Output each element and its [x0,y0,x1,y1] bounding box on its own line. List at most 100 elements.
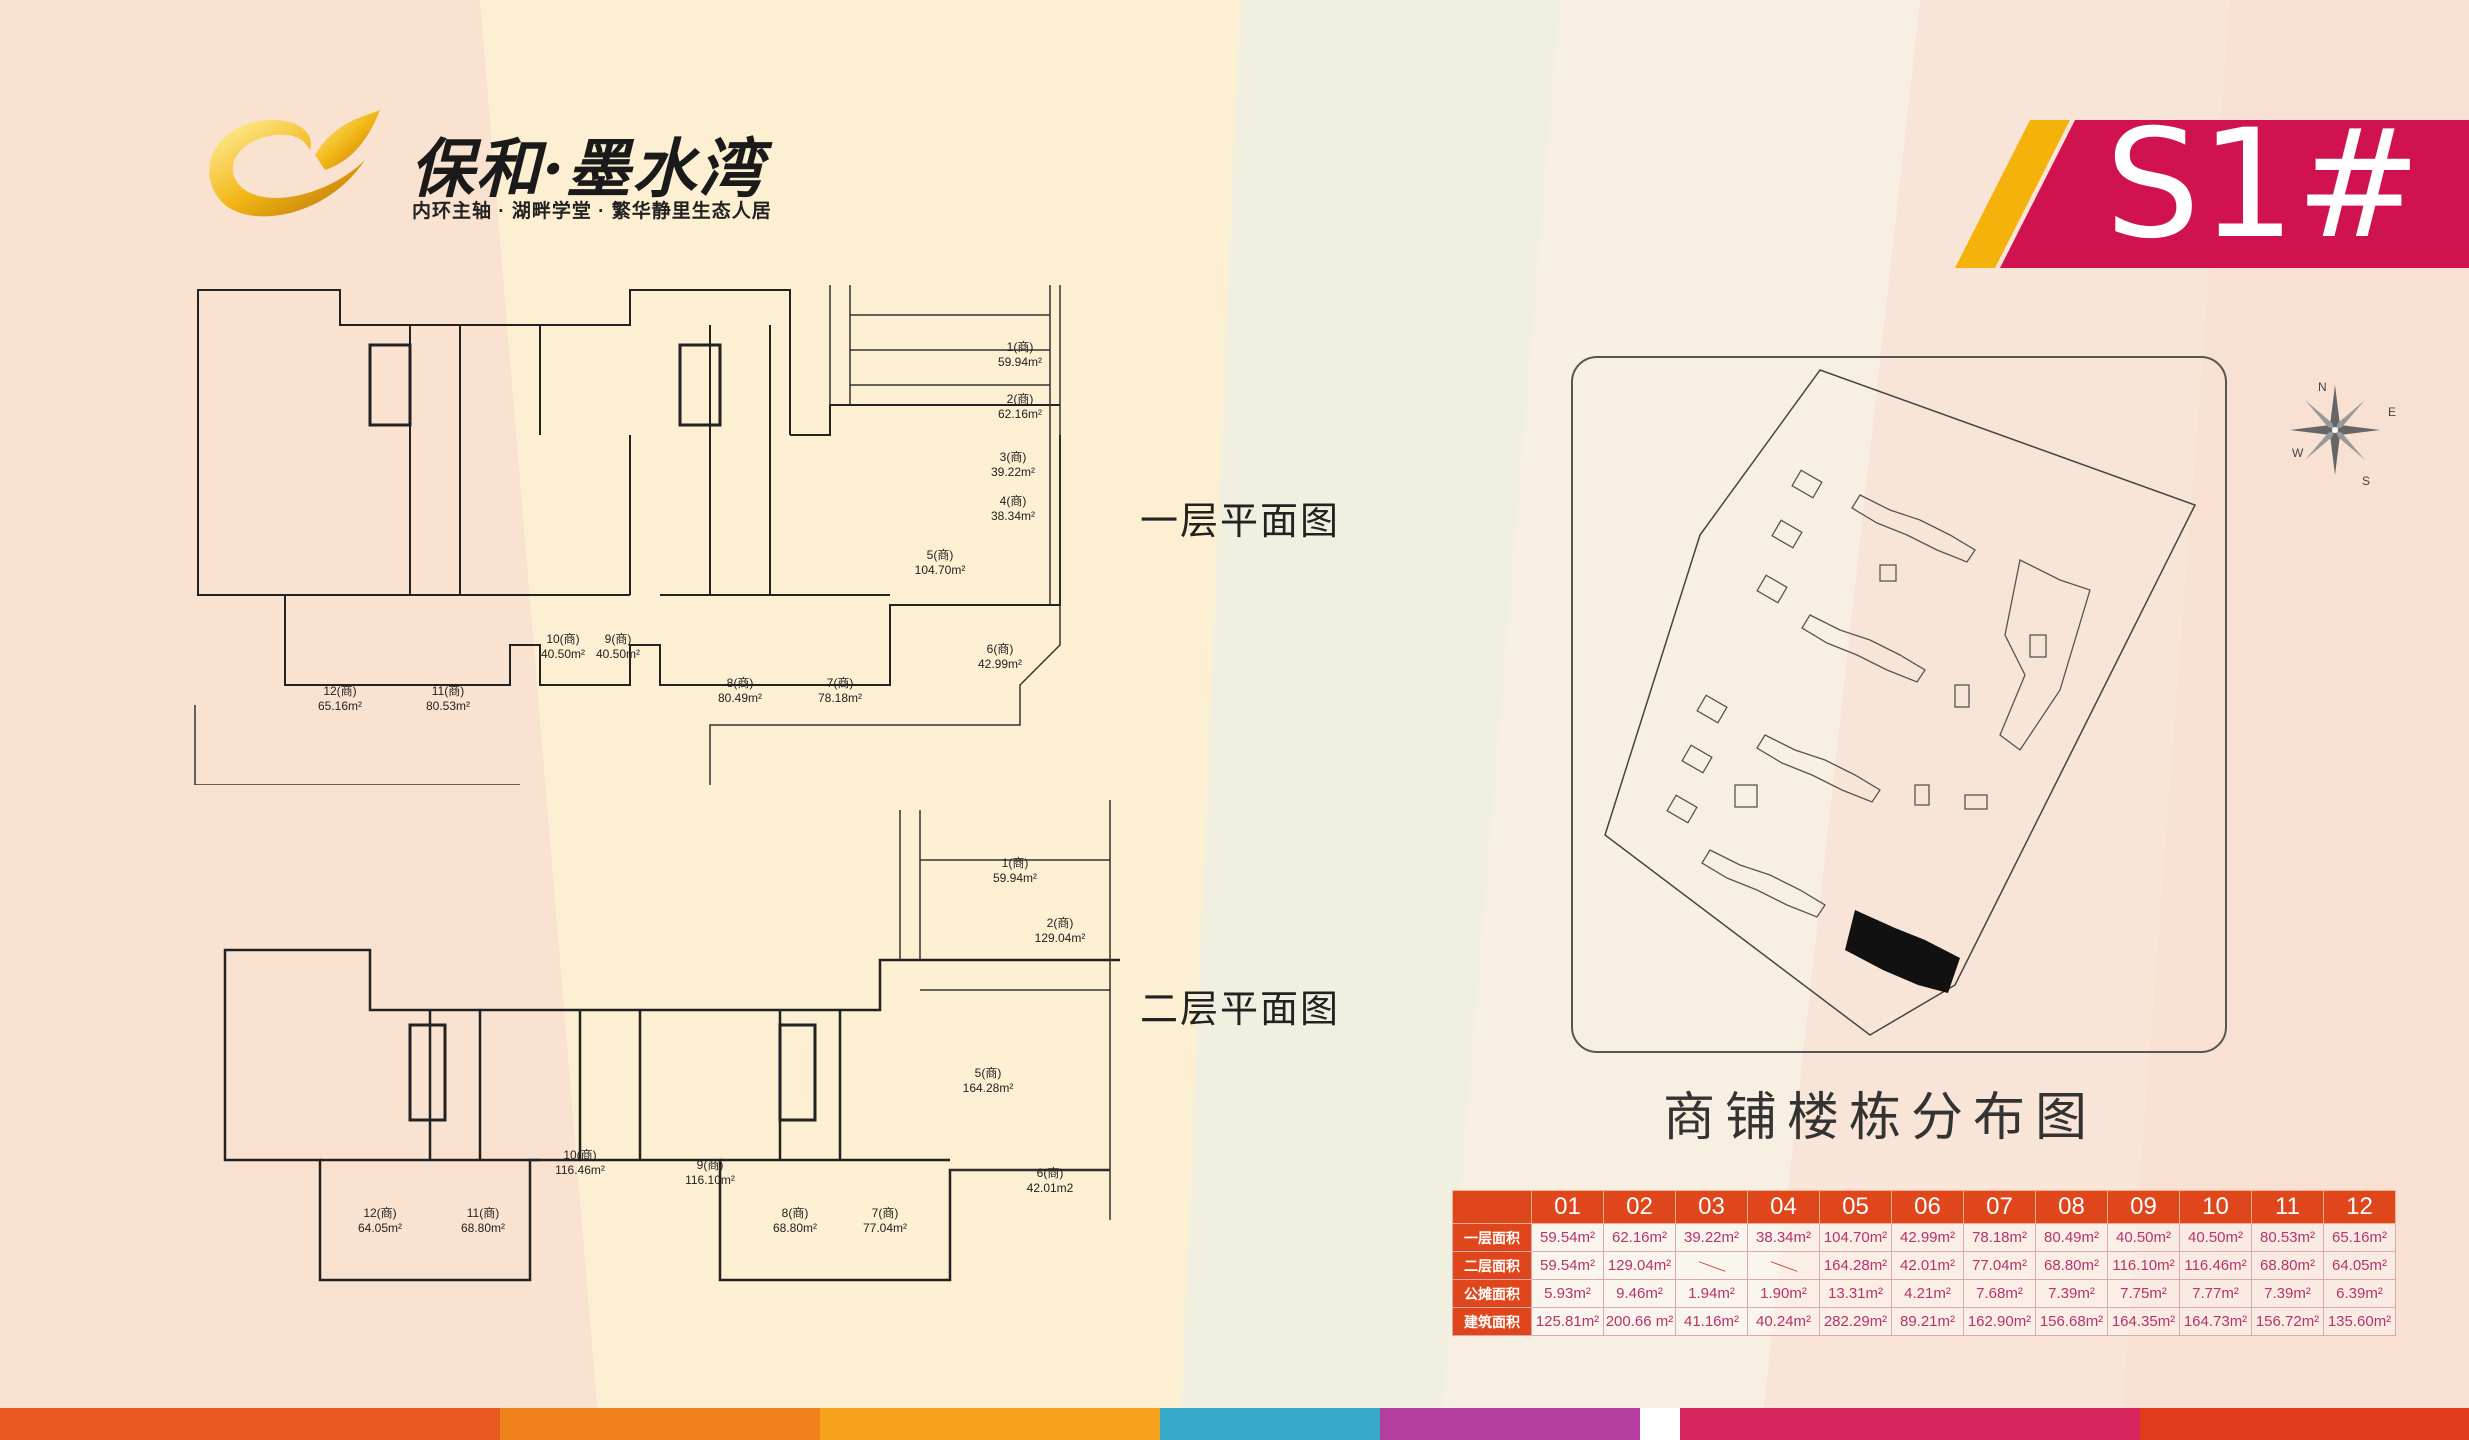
table-cell: 13.31m² [1819,1279,1892,1308]
floor2-unit-1: 1(商)59.94m² [992,856,1038,885]
table-cell-empty [1747,1251,1820,1280]
floor2-unit-10: 10(商)116.46m² [555,1148,605,1177]
table-cell: 164.28m² [1819,1251,1892,1280]
table-cell: 64.05m² [2323,1251,2396,1280]
floor2-title: 二层平面图 [1140,989,1341,1031]
table-cell: 9.46m² [1603,1279,1676,1308]
table-header-cell: 06 [1891,1190,1964,1224]
table-row: 一层面积 59.54m² 62.16m² 39.22m² 38.34m² 104… [1452,1223,2396,1252]
table-cell: 65.16m² [2323,1223,2396,1252]
table-header-corner [1452,1190,1532,1224]
table-header-cell: 08 [2035,1190,2108,1224]
table-cell: 4.21m² [1891,1279,1964,1308]
table-cell: 7.39m² [2035,1279,2108,1308]
floor2-plan-drawing [223,800,1120,1282]
site-distribution-map [1571,356,2227,1053]
table-row: 建筑面积 125.81m² 200.66 m² 41.16m² 40.24m² … [1452,1307,2396,1336]
table-cell: 38.34m² [1747,1223,1820,1252]
empty-dash-icon [1698,1260,1725,1272]
table-cell: 156.72m² [2251,1307,2324,1336]
floor1-unit-10: 10(商)40.50m² [540,632,586,661]
table-cell: 125.81m² [1531,1307,1604,1336]
table-cell: 1.94m² [1675,1279,1748,1308]
table-cell: 135.60m² [2323,1307,2396,1336]
floor2-unit-8: 8(商)68.80m² [772,1206,818,1235]
row-label: 公摊面积 [1452,1279,1532,1308]
table-cell: 40.50m² [2107,1223,2180,1252]
floor1-unit-5: 5(商)104.70m² [914,548,966,577]
floor2-unit-5: 5(商)164.28m² [962,1066,1014,1095]
floor2-unit-11: 11(商)68.80m² [460,1206,506,1235]
table-cell: 59.54m² [1531,1251,1604,1280]
table-cell: 42.01m² [1891,1251,1964,1280]
table-header-cell: 07 [1963,1190,2036,1224]
floor1-unit-1: 1(商)59.94m² [997,340,1043,369]
floor1-unit-4: 4(商)38.34m² [990,494,1036,523]
table-header-cell: 11 [2251,1190,2324,1224]
row-label: 一层面积 [1452,1223,1532,1252]
compass-n: N [2318,380,2327,394]
logo-swirl-icon [209,110,380,217]
floor1-unit-7: 7(商)78.18m² [817,676,863,705]
table-cell: 42.99m² [1891,1223,1964,1252]
table-cell: 7.39m² [2251,1279,2324,1308]
building-badge: S1# [2105,98,2422,272]
table-row: 公摊面积 5.93m² 9.46m² 1.94m² 1.90m² 13.31m²… [1452,1279,2396,1308]
floor2-unit-2: 2(商)129.04m² [1034,916,1086,945]
floor1-unit-11: 11(商)80.53m² [425,684,471,713]
floor2-unit-9: 9(商)116.10m² [685,1158,735,1187]
table-header-row: 01 02 03 04 05 06 07 08 09 10 11 12 [1452,1190,2396,1224]
floor1-unit-6: 6(商)42.99m² [977,642,1023,671]
table-cell: 78.18m² [1963,1223,2036,1252]
floor1-unit-8: 8(商)80.49m² [717,676,763,705]
table-cell: 6.39m² [2323,1279,2396,1308]
table-cell: 77.04m² [1963,1251,2036,1280]
table-cell: 40.50m² [2179,1223,2252,1252]
floor1-plan-drawing [194,285,1061,785]
site-map-title: 商铺楼栋分布图 [1662,1089,2097,1147]
table-cell: 39.22m² [1675,1223,1748,1252]
floor2-unit-6: 6(商)42.01m2 [1026,1166,1074,1195]
table-header-cell: 09 [2107,1190,2180,1224]
brand-name: 保和·墨水湾 [410,132,765,207]
floor2-unit-7: 7(商)77.04m² [862,1206,908,1235]
table-cell: 7.68m² [1963,1279,2036,1308]
area-table: 01 02 03 04 05 06 07 08 09 10 11 12 一层面积… [1452,1190,2396,1336]
table-header-cell: 10 [2179,1190,2252,1224]
row-label: 二层面积 [1452,1251,1532,1280]
table-cell: 1.90m² [1747,1279,1820,1308]
table-cell: 164.35m² [2107,1307,2180,1336]
brand-tagline: 内环主轴 · 湖畔学堂 · 繁华静里生态人居 [412,201,772,222]
floor1-unit-12: 12(商)65.16m² [317,684,363,713]
compass-icon [2290,385,2380,475]
table-cell: 89.21m² [1891,1307,1964,1336]
table-cell: 104.70m² [1819,1223,1892,1252]
table-header-cell: 03 [1675,1190,1748,1224]
table-header-cell: 12 [2323,1190,2396,1224]
table-cell: 80.53m² [2251,1223,2324,1252]
table-cell: 116.10m² [2107,1251,2180,1280]
floor1-title: 一层平面图 [1140,501,1341,543]
floor1-unit-3: 3(商)39.22m² [990,450,1036,479]
table-cell: 7.77m² [2179,1279,2252,1308]
table-cell: 62.16m² [1603,1223,1676,1252]
table-cell: 116.46m² [2179,1251,2252,1280]
table-cell: 80.49m² [2035,1223,2108,1252]
table-row: 二层面积 59.54m² 129.04m² 164.28m² 42.01m² 7… [1452,1251,2396,1280]
table-cell: 68.80m² [2035,1251,2108,1280]
floor1-unit-9: 9(商)40.50m² [595,632,641,661]
table-cell: 59.54m² [1531,1223,1604,1252]
table-cell: 5.93m² [1531,1279,1604,1308]
table-cell: 164.73m² [2179,1307,2252,1336]
empty-dash-icon [1770,1260,1797,1272]
row-label: 建筑面积 [1452,1307,1532,1336]
table-cell: 68.80m² [2251,1251,2324,1280]
compass-s: S [2362,474,2371,488]
table-cell: 41.16m² [1675,1307,1748,1336]
table-cell: 282.29m² [1819,1307,1892,1336]
floor2-unit-12: 12(商)64.05m² [357,1206,403,1235]
table-cell: 200.66 m² [1603,1307,1676,1336]
table-header-cell: 05 [1819,1190,1892,1224]
table-cell: 156.68m² [2035,1307,2108,1336]
compass-e: E [2388,405,2397,419]
